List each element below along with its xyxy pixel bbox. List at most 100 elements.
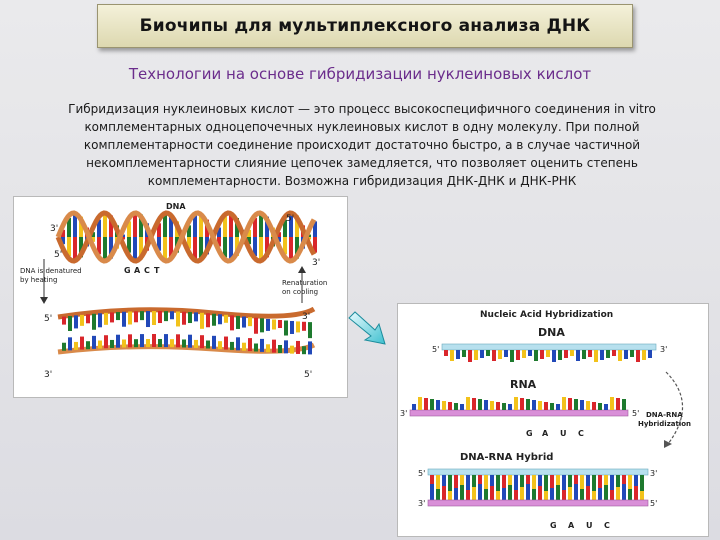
base-tick xyxy=(454,475,458,488)
base-tick xyxy=(520,487,524,500)
base-letter: C xyxy=(578,429,584,438)
helix-strand-a xyxy=(55,210,317,264)
base-tick xyxy=(516,350,520,360)
body-line: комплементарных одноцепочечных нуклеинов… xyxy=(84,120,640,134)
nucleic-acid-hybridization-figure: Nucleic Acid Hybridization DNA 5' 3' RNA… xyxy=(397,303,709,537)
base-tick xyxy=(140,311,144,321)
body-paragraph: Гибридизация нуклеиновых кислот — это пр… xyxy=(12,100,712,190)
base-tick xyxy=(520,398,524,410)
base-tick xyxy=(460,404,464,410)
base-tick xyxy=(544,491,548,500)
slide-subtitle: Технологии на основе гибридизации нуклеи… xyxy=(128,65,592,83)
base-tick xyxy=(528,350,532,356)
denatured-label: by heating xyxy=(20,276,57,284)
base-tick xyxy=(169,237,173,261)
base-tick xyxy=(313,221,317,237)
slide-title-box: Биочипы для мультиплексного анализа ДНК xyxy=(97,4,633,48)
base-tick xyxy=(265,237,269,258)
base-tick xyxy=(454,403,458,410)
base-tick xyxy=(532,400,536,410)
base-tick xyxy=(116,312,120,321)
base-tick xyxy=(277,237,281,242)
base-tick xyxy=(73,237,77,261)
base-tick xyxy=(110,312,114,323)
base-letter: U xyxy=(560,429,567,438)
base-letter: C xyxy=(604,521,610,530)
dna-bases xyxy=(444,350,652,362)
strand-end-label: 5' xyxy=(304,370,312,380)
strand-end-label: 5' xyxy=(432,345,439,354)
base-tick xyxy=(284,320,288,336)
base-tick xyxy=(450,350,454,361)
base-tick xyxy=(622,484,626,500)
base-tick xyxy=(247,229,251,237)
base-tick xyxy=(496,491,500,500)
base-tick xyxy=(122,311,126,327)
base-tick xyxy=(176,334,180,348)
base-tick xyxy=(188,334,192,348)
strand-end-label: 5' xyxy=(44,314,52,324)
base-tick xyxy=(224,314,228,323)
base-tick xyxy=(526,399,530,410)
hybrid-bases xyxy=(430,475,644,500)
base-letter: G xyxy=(124,266,131,275)
hybridization-arrow xyxy=(665,371,684,445)
base-tick xyxy=(260,338,264,352)
hybridization-arrowhead xyxy=(664,440,672,448)
base-tick xyxy=(448,402,452,410)
base-tick xyxy=(424,398,428,410)
base-tick xyxy=(170,339,174,348)
base-tick xyxy=(289,237,293,261)
base-tick xyxy=(110,339,114,348)
base-tick xyxy=(134,311,138,323)
base-tick xyxy=(67,237,71,256)
hybridization-drawing: Nucleic Acid Hybridization DNA 5' 3' RNA… xyxy=(400,310,691,530)
dna-backbone xyxy=(441,343,657,351)
base-tick xyxy=(436,475,440,489)
base-tick xyxy=(200,335,204,349)
base-tick xyxy=(514,397,518,410)
strand-bottom-bases xyxy=(62,334,312,355)
base-tick xyxy=(152,334,156,348)
base-tick xyxy=(97,219,101,237)
base-tick xyxy=(224,336,228,350)
base-tick xyxy=(302,346,306,355)
base-tick xyxy=(163,237,167,260)
base-tick xyxy=(182,339,186,348)
base-tick xyxy=(248,317,252,327)
base-tick xyxy=(586,401,590,410)
base-tick xyxy=(456,350,460,359)
base-tick xyxy=(504,350,508,357)
base-tick xyxy=(230,341,234,350)
dna-denaturation-drawing: DNA 3' 5' 5' 3' G A C T DNA is denatured… xyxy=(20,202,327,380)
base-tick xyxy=(478,475,482,484)
base-tick xyxy=(229,213,233,237)
base-tick xyxy=(568,475,572,487)
base-tick xyxy=(218,341,222,350)
dna-denaturation-figure: DNA 3' 5' 5' 3' G A C T DNA is denatured… xyxy=(13,196,348,398)
base-tick xyxy=(436,400,440,410)
base-tick xyxy=(466,475,470,490)
base-tick xyxy=(616,398,620,410)
base-tick xyxy=(97,237,101,255)
base-letter: G xyxy=(550,521,557,530)
base-tick xyxy=(550,403,554,410)
base-tick xyxy=(598,403,602,410)
base-tick xyxy=(556,485,560,500)
base-tick xyxy=(562,490,566,500)
base-tick xyxy=(502,403,506,410)
body-line: некомплементарности слияние цепочек заме… xyxy=(86,156,638,170)
base-tick xyxy=(194,339,198,348)
base-tick xyxy=(616,487,620,500)
base-tick xyxy=(472,398,476,410)
base-tick xyxy=(313,237,317,253)
base-tick xyxy=(259,237,263,261)
base-tick xyxy=(104,335,108,349)
base-tick xyxy=(212,313,216,326)
base-tick xyxy=(176,311,180,327)
base-tick xyxy=(235,218,239,237)
base-tick xyxy=(594,350,598,362)
base-tick xyxy=(164,311,168,322)
renaturation-label: Renaturation xyxy=(282,279,327,287)
base-tick xyxy=(127,237,131,253)
